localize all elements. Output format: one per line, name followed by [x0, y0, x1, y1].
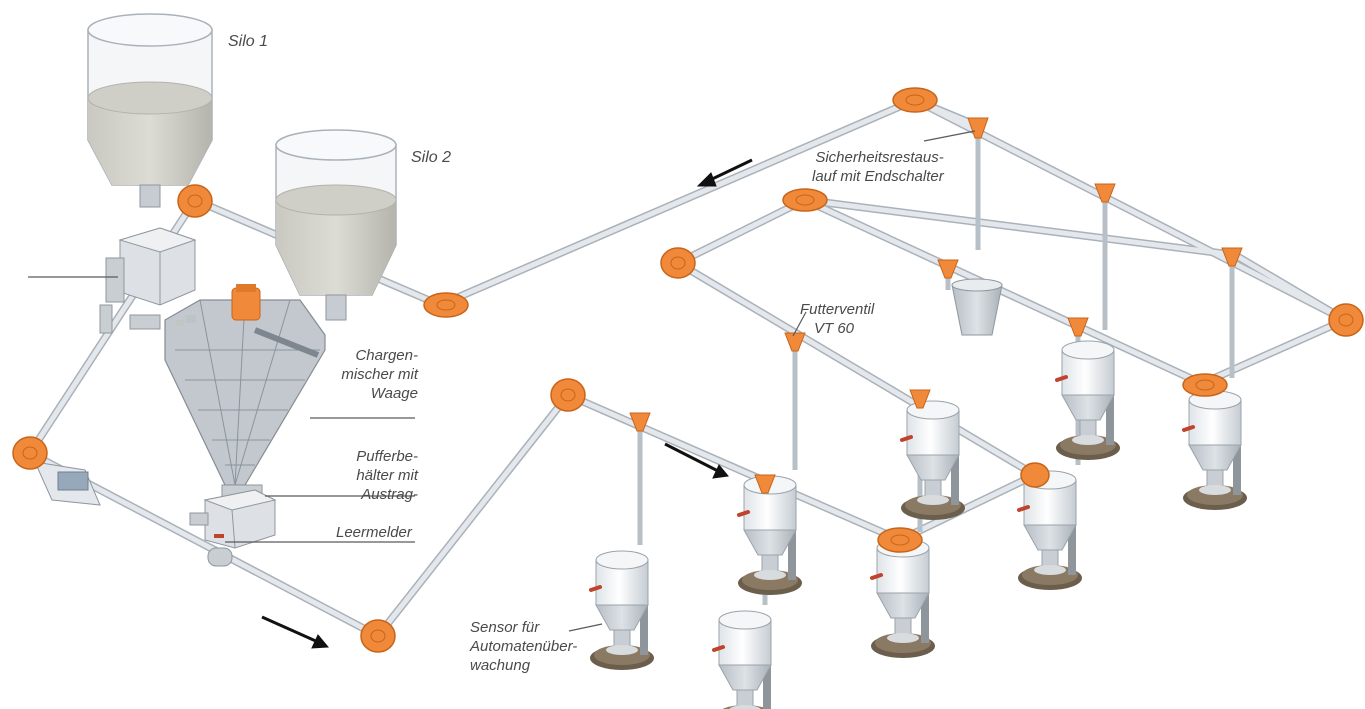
- feeder-4: [1017, 470, 1083, 591]
- buffer-label-line-3: Austrag-: [361, 486, 418, 503]
- valve-1: [1094, 183, 1116, 203]
- feeder-1: [1055, 340, 1121, 461]
- corner-wheel: [1328, 303, 1364, 337]
- buffer-label-line-2: hälter mit: [356, 467, 418, 484]
- buffer-label-line-1: Pufferbe-: [356, 448, 418, 465]
- valve-5: [629, 412, 651, 432]
- corner-wheel: [360, 619, 396, 653]
- corner-wheel: [877, 527, 923, 553]
- corner-wheel: [782, 188, 828, 212]
- corner-wheel: [1020, 462, 1050, 488]
- mixer-label-line-3: Waage: [370, 385, 418, 402]
- empty-indicator-label: Leermelder: [336, 524, 412, 541]
- silo-2-label: Silo 2: [411, 149, 452, 166]
- batch-mixer: [164, 284, 326, 506]
- valve-4: [1067, 317, 1089, 337]
- drop-tubes: [637, 135, 1235, 605]
- corner-wheel: [177, 184, 213, 218]
- corner-wheel: [1182, 373, 1228, 397]
- label-leader-lines: [28, 130, 976, 632]
- sensor-label-line-2: Automatenüber-: [470, 638, 578, 655]
- corner-wheel: [892, 87, 938, 113]
- batch-mixer-label: Chargen- mischer mit Waage: [338, 346, 418, 403]
- flow-arrow-top: [696, 158, 753, 187]
- valve-2: [1221, 247, 1243, 267]
- feeder-2: [1182, 390, 1248, 511]
- dosing-unit: [99, 227, 197, 334]
- valve-vt60: [784, 332, 806, 352]
- feeder-7: [589, 550, 655, 671]
- sensor-label: Sensor für Automatenüber- wachung: [470, 618, 577, 675]
- control-box: [34, 461, 101, 506]
- buffer-container-label: Pufferbe- hälter mit Austrag-: [338, 447, 418, 504]
- mixer-label-line-1: Chargen-: [355, 347, 418, 364]
- silo-1-label: Silo 1: [228, 33, 269, 50]
- overflow-bucket: [951, 278, 1003, 336]
- flow-arrow-middle: [664, 442, 729, 479]
- feeder-units: [589, 340, 1248, 709]
- silo-1: [87, 13, 213, 208]
- valve-label-line-2: VT 60: [814, 320, 855, 337]
- feeder-8: [712, 610, 778, 709]
- leader-valve: [792, 311, 807, 337]
- sensor-label-line-3: wachung: [470, 657, 531, 674]
- feeder-6: [870, 538, 936, 659]
- safety-label-line-2: lauf mit Endschalter: [812, 168, 944, 185]
- sensor-label-line-1: Sensor für: [470, 619, 540, 636]
- safety-overflow-label: Sicherheitsrestaus- lauf mit Endschalter: [812, 148, 944, 186]
- corner-wheel: [12, 436, 48, 470]
- flow-arrow-bottom: [261, 615, 330, 649]
- mixer-label-line-2: mischer mit: [341, 366, 418, 383]
- feed-valve-label: Futterventil VT 60: [800, 300, 874, 338]
- valve-3: [937, 259, 959, 279]
- corner-wheel: [550, 378, 586, 412]
- feeder-5: [737, 475, 803, 596]
- leader-sensor: [568, 623, 603, 632]
- valve-label-line-1: Futterventil: [800, 301, 875, 318]
- buffer-container: [189, 489, 277, 567]
- safety-label-line-1: Sicherheitsrestaus-: [815, 149, 944, 166]
- corner-wheel: [423, 292, 469, 318]
- pipe-corner-wheels: [12, 87, 1364, 653]
- leader-safety: [923, 130, 976, 142]
- feeder-3: [900, 400, 966, 521]
- feed-valves: [629, 117, 1243, 494]
- valve-6: [909, 389, 931, 409]
- valve-7: [754, 474, 776, 494]
- flow-arrows: [261, 158, 753, 649]
- silo-2: [275, 129, 397, 321]
- corner-wheel: [660, 247, 696, 279]
